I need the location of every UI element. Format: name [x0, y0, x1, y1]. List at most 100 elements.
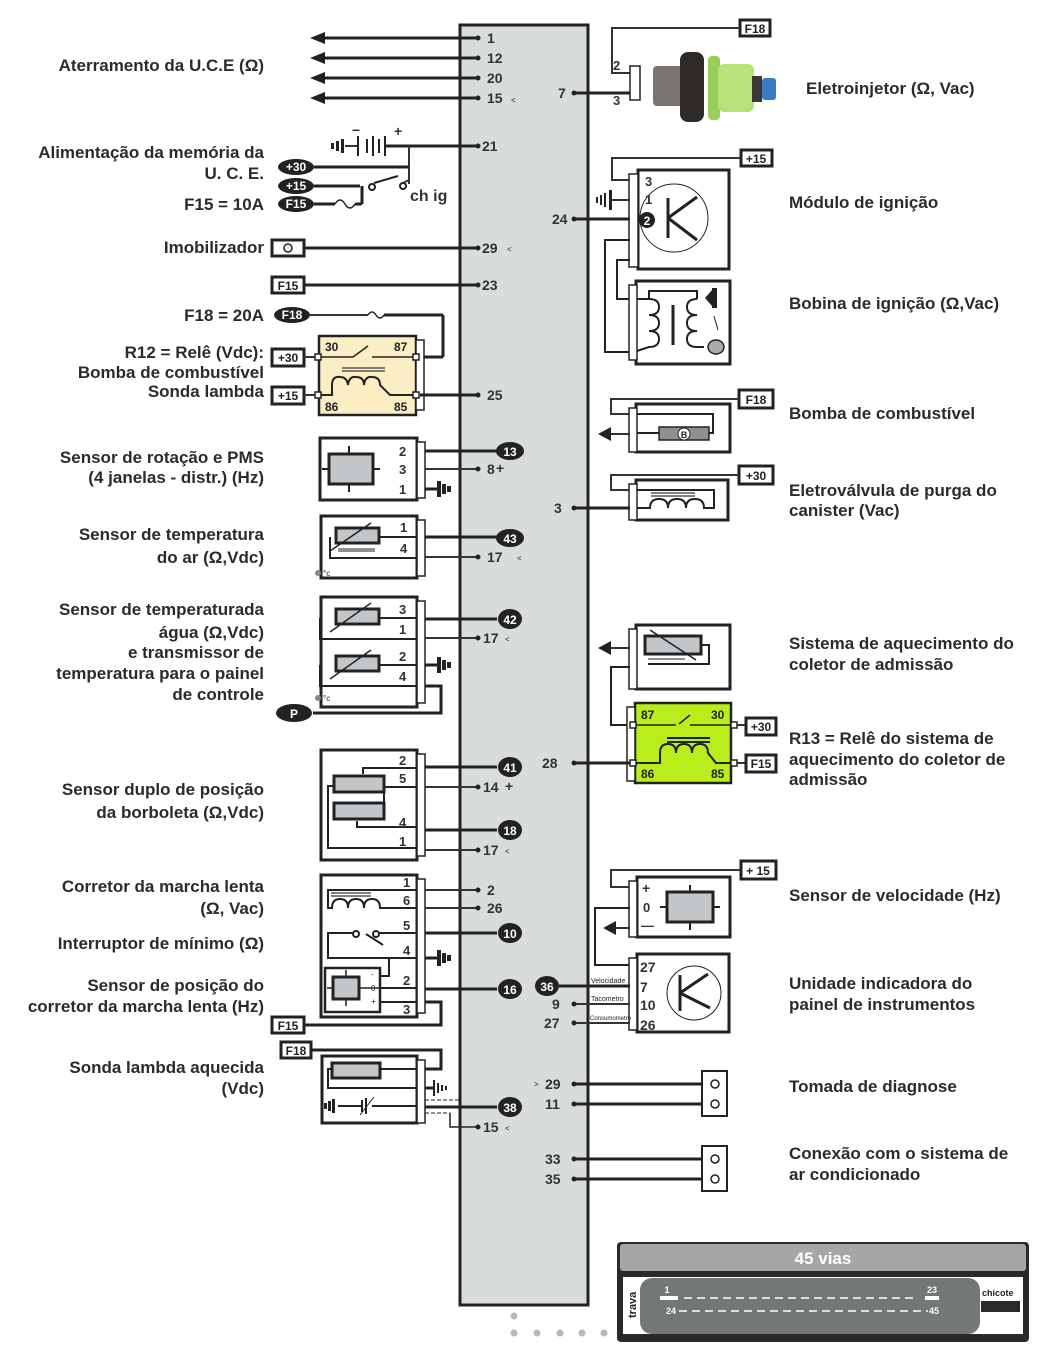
immobilizer-connector: [270, 238, 306, 258]
tag-plus15-text: +15: [278, 389, 299, 403]
rpm-pin: 2: [399, 444, 406, 459]
label-watertemp-2: água (Ω,Vdc): [159, 623, 264, 642]
ecu-pin: 3: [554, 500, 562, 516]
connector-45-pin: [617, 1242, 1029, 1342]
connector-pin-1: 1: [664, 1285, 669, 1295]
tag-f15-r13: [744, 753, 778, 774]
diagnostic-socket[interactable]: [701, 1070, 728, 1117]
ecu-pin: 16: [503, 983, 517, 997]
tag-plus30-r13: [744, 716, 778, 737]
watertemp-pin: 2: [399, 649, 406, 664]
oval-p-text: P: [290, 707, 298, 721]
oval-plus15: [278, 178, 314, 194]
label-canister-2: canister (Vac): [789, 501, 900, 520]
tag-f18-injector-text: F18: [745, 22, 766, 36]
speed-sign: 0: [643, 900, 650, 915]
battery-icon: [331, 136, 386, 156]
ecu-pin: 7: [558, 85, 566, 101]
ground-wires: [310, 32, 481, 104]
pump-symbol: B: [681, 430, 688, 440]
ecu-pin: 23: [482, 277, 498, 293]
tag-f18-lambda-text: F18: [286, 1044, 307, 1058]
ecu-pin: 35: [545, 1171, 561, 1187]
pin-marker: +: [505, 778, 513, 794]
ecu-pin: 36: [540, 980, 554, 994]
pin-marker: <: [517, 554, 522, 563]
ecu-pin: 12: [487, 50, 503, 66]
oval-f18-text: F18: [282, 308, 303, 322]
tag-f15-text: F15: [278, 279, 299, 293]
sign-zero: 0: [371, 984, 376, 993]
oval-pin-41: [498, 757, 522, 777]
watertemp-pin: 4: [399, 669, 407, 684]
oval-f18: [274, 307, 310, 323]
cluster-pin: 10: [640, 997, 656, 1013]
connector-trava-label: trava: [627, 1291, 639, 1318]
cluster-pin: 7: [640, 979, 648, 995]
idle-pin: 3: [403, 1002, 410, 1017]
tag-plus30-r13-text: +30: [751, 720, 772, 734]
ecu-pin: 29: [545, 1076, 561, 1092]
tag-plus15-speed-text: + 15: [746, 864, 770, 878]
air-temp-unit: °c: [323, 569, 330, 578]
battery-plus: +: [394, 123, 402, 139]
oval-plus30-text: +30: [286, 160, 307, 174]
r12-pin: 87: [394, 340, 408, 354]
label-ign-module: Módulo de ignição: [789, 193, 938, 212]
ecu-pin: 27: [544, 1015, 560, 1031]
tag-f18-pump-text: F18: [746, 393, 767, 407]
speed-sign: —: [641, 918, 654, 933]
r12-pin: 86: [325, 400, 339, 414]
label-ac-1: Conexão com o sistema de: [789, 1144, 1008, 1163]
wire-label-tacometro: Tacometro: [591, 996, 624, 1003]
idle-pin: 4: [403, 943, 411, 958]
injector-pin: 3: [613, 93, 620, 108]
label-ign-coil: Bobina de ignição (Ω,Vac): [789, 294, 999, 313]
label-idle-switch: Interruptor de mínimo (Ω): [58, 934, 264, 953]
watertemp-pin: 3: [399, 602, 406, 617]
cluster-pin: 27: [640, 959, 656, 975]
ign-pin-2-badge: [639, 212, 655, 228]
intake-heater: [598, 623, 732, 726]
pin-marker: <: [507, 245, 512, 254]
injector-pin: 2: [613, 58, 620, 73]
ecu-pin: 41: [503, 761, 517, 775]
label-airtemp-2: do ar (Ω,Vdc): [157, 548, 264, 567]
instrument-cluster: [628, 952, 731, 1034]
label-throttle-1: Sensor duplo de posição: [62, 780, 264, 799]
label-f18: F18 = 20A: [184, 306, 264, 325]
fuel-pump: [598, 402, 732, 454]
pin-marker: >: [534, 1080, 539, 1089]
water-temp-unit: °c: [323, 694, 330, 703]
ecu-pin: 24: [552, 211, 568, 227]
lambda-sensor: [320, 1054, 426, 1125]
ecu-pin: 38: [503, 1101, 517, 1115]
label-ac-2: ar condicionado: [789, 1165, 920, 1184]
relay-r12: [314, 334, 425, 417]
pin-marker: <: [505, 1124, 510, 1133]
ecu-pin: 20: [487, 70, 503, 86]
ecu-pin: 11: [545, 1096, 560, 1112]
connector-title: 45 vias: [795, 1249, 852, 1268]
oval-f15: [278, 196, 314, 212]
ground-symbol-icon: [437, 950, 451, 966]
label-r13-2: aquecimento do coletor de: [789, 750, 1005, 769]
ground-symbol-icon: [433, 1080, 447, 1096]
sign-plus: +: [371, 997, 376, 1006]
ecu-pin: 2: [487, 882, 495, 898]
water-temp-sensor: [315, 595, 426, 709]
throttle-pin: 1: [399, 834, 406, 849]
label-immobilizer: Imobilizador: [164, 238, 265, 257]
oval-pin-13: [496, 442, 524, 460]
r13-pin: 87: [641, 708, 655, 722]
connector-pin-45: 45: [929, 1306, 939, 1316]
pin-marker: <: [505, 635, 510, 644]
ecu-pin: 18: [503, 824, 517, 838]
ground-symbol-icon: [596, 190, 612, 210]
label-idle-2: (Ω, Vac): [200, 899, 264, 918]
r13-pin: 85: [711, 767, 725, 781]
oval-plus15-text: +15: [286, 179, 307, 193]
decorative-dots: [510, 1312, 608, 1337]
tag-plus30-text: +30: [278, 351, 299, 365]
